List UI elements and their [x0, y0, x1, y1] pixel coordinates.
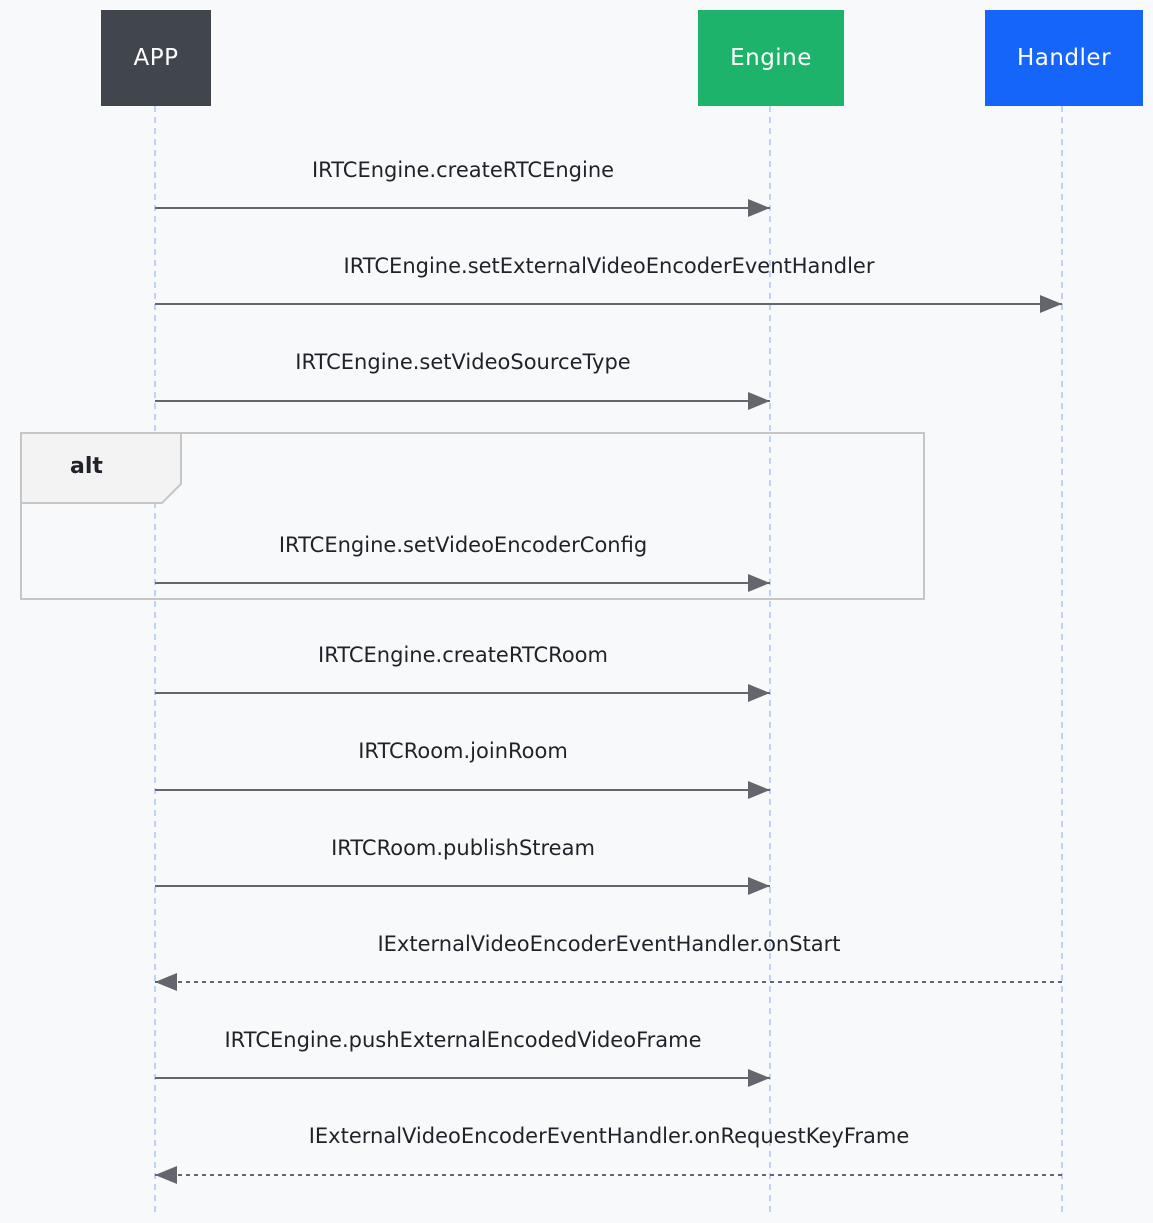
message-label: IRTCEngine.setExternalVideoEncoderEventH…: [343, 254, 875, 278]
actor-engine: Engine: [698, 10, 844, 106]
alt-fragment-frame: [20, 432, 925, 600]
message-label: IRTCEngine.createRTCEngine: [311, 158, 615, 182]
message-label: IExternalVideoEncoderEventHandler.onRequ…: [308, 1124, 910, 1148]
alt-fragment-label: alt: [70, 454, 103, 479]
message-label: IRTCEngine.setVideoEncoderConfig: [278, 533, 648, 557]
message-label: IRTCRoom.joinRoom: [358, 739, 568, 763]
message-label: IRTCEngine.createRTCRoom: [318, 643, 608, 667]
actor-app: APP: [101, 10, 211, 106]
message-label: IExternalVideoEncoderEventHandler.onStar…: [377, 932, 841, 956]
message-label: IRTCRoom.publishStream: [331, 836, 595, 860]
message-label: IRTCEngine.pushExternalEncodedVideoFrame: [224, 1028, 702, 1052]
message-label: IRTCEngine.setVideoSourceType: [295, 350, 631, 374]
actor-handler: Handler: [985, 10, 1143, 106]
